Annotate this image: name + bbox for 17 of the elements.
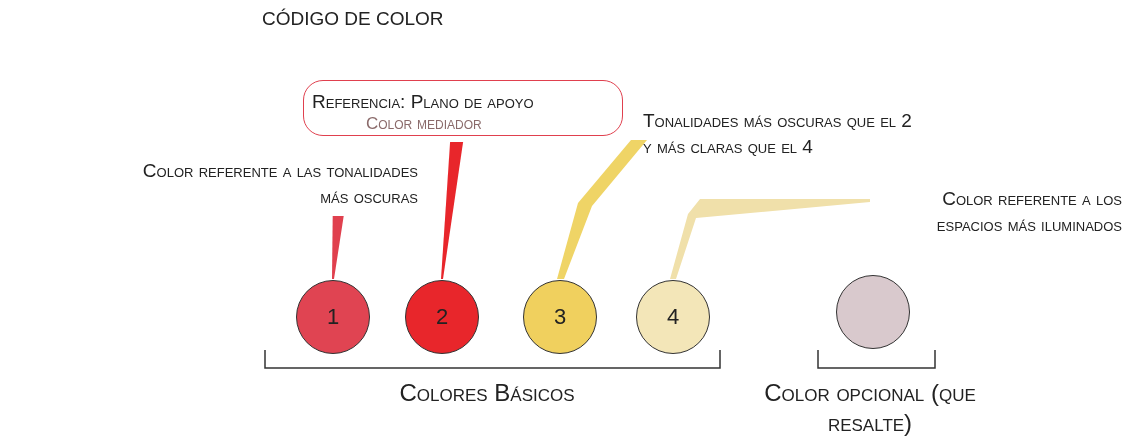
numbered-circle: 4 (636, 280, 710, 354)
callout-subtitle: Color mediador (366, 113, 482, 135)
group-label: Colores Básicos (398, 378, 576, 408)
callout-text: Color referente a las tonalidades más oscuras (133, 158, 418, 210)
leader-line (441, 142, 464, 279)
leader-line (332, 216, 344, 279)
leader-line (557, 140, 647, 279)
numbered-circle: 1 (296, 280, 370, 354)
callout-text: Color referente a los espacios más iluminados (872, 186, 1122, 238)
callout-box (303, 80, 623, 136)
numbered-circle: 2 (405, 280, 479, 354)
leader-line (670, 199, 870, 279)
callout-heading: Referencia: Plano de apoyo (312, 90, 534, 114)
callout-text: Tonalidades más oscuras que el 2 y más claras que el 4 (643, 108, 915, 160)
numbered-circle: 3 (523, 280, 597, 354)
diagram-title: CÓDIGO DE COLOR (262, 8, 444, 30)
group-label: Color opcional (que resalte) (763, 378, 977, 438)
